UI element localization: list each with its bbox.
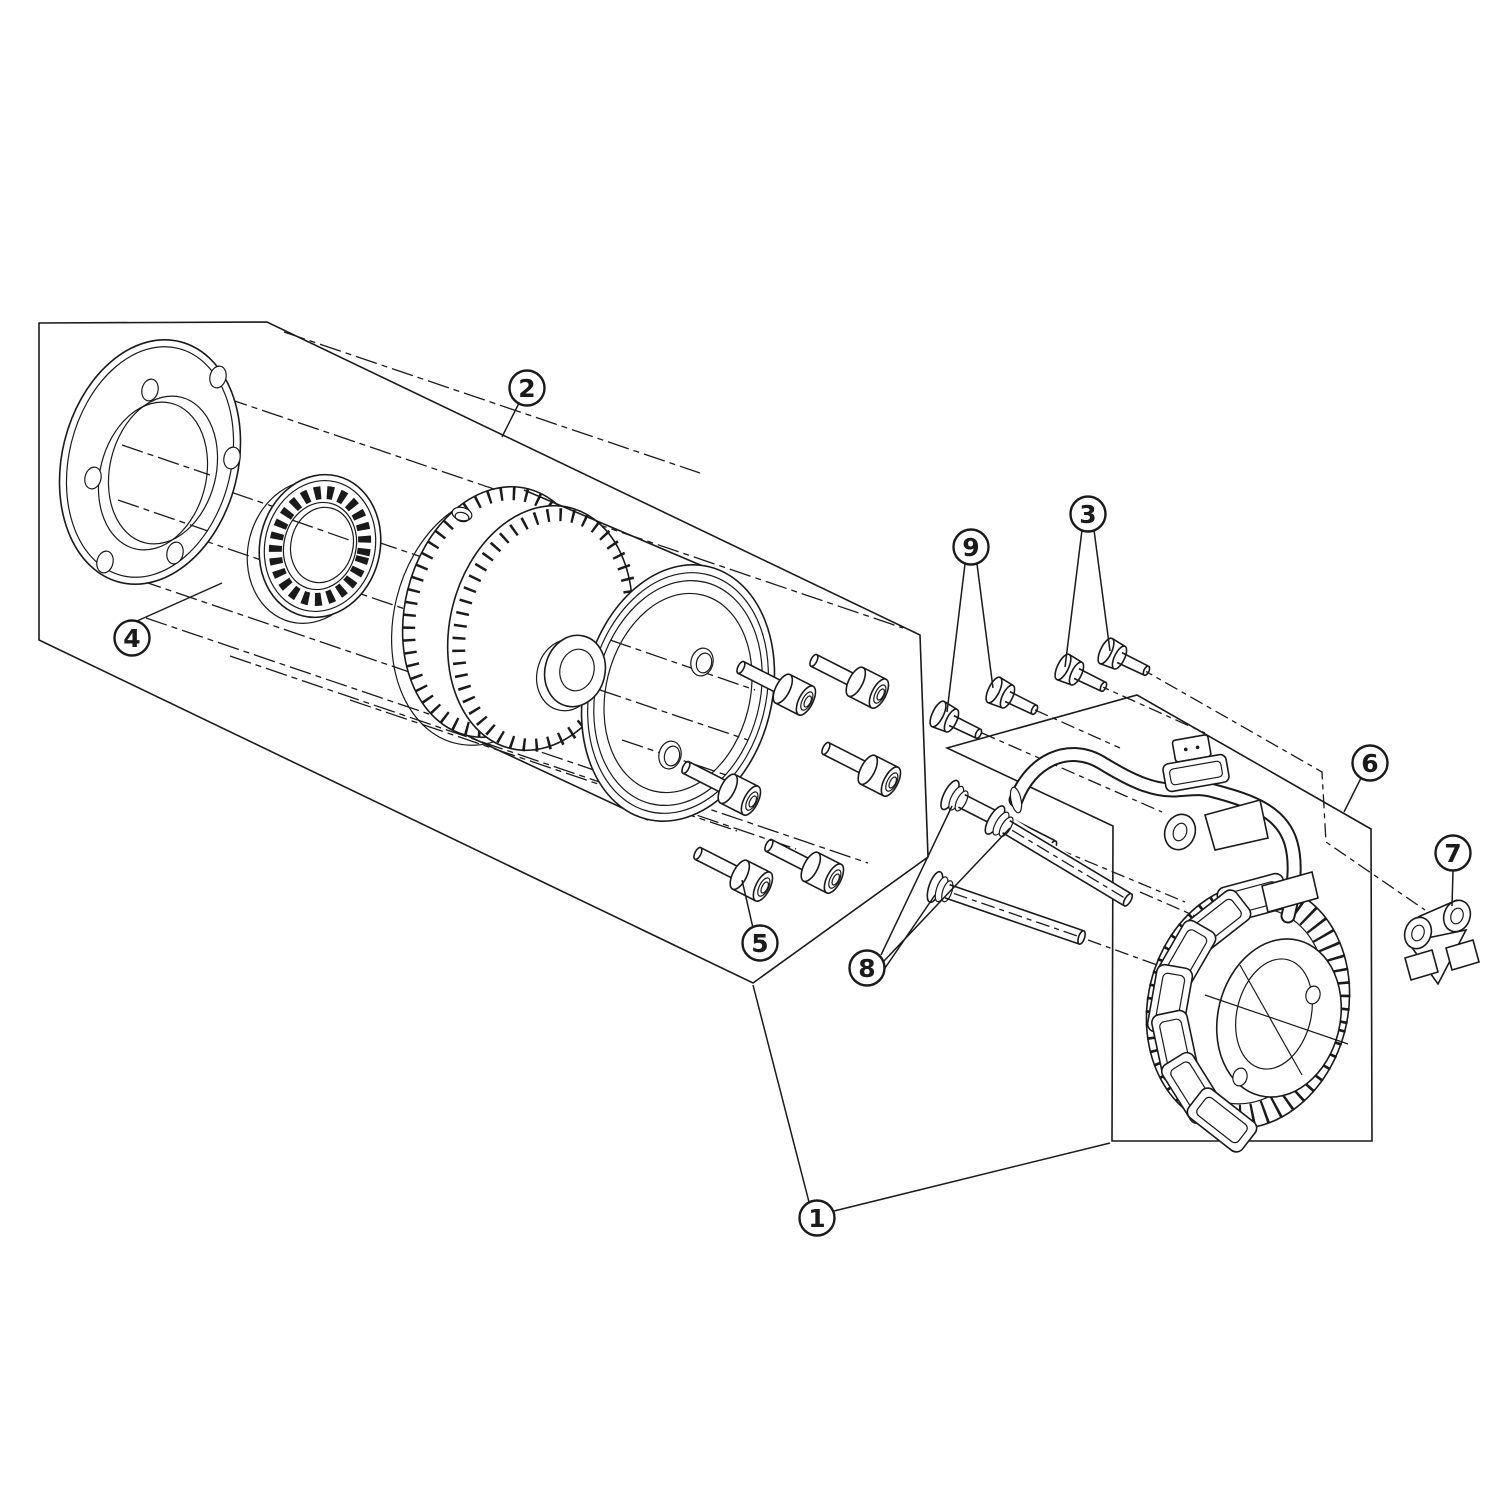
callout-7-label: 7 <box>1444 839 1461 868</box>
leader-1a <box>752 984 810 1203</box>
harness-tube-end <box>1009 786 1023 814</box>
flywheel-rotor <box>390 485 776 822</box>
leader-3a <box>1064 529 1083 668</box>
leader-4 <box>136 582 223 622</box>
leader-7 <box>1451 870 1454 907</box>
harness-stator-clamp <box>1261 871 1319 913</box>
callout-6: 6 <box>1351 744 1389 782</box>
callout-5-label: 5 <box>751 929 768 958</box>
leader-8c <box>884 894 936 969</box>
callout-4-label: 4 <box>123 624 140 653</box>
callout-1-label: 1 <box>808 1204 825 1233</box>
callout-7: 7 <box>1434 834 1472 872</box>
callout-5: 5 <box>741 924 779 962</box>
leader-9a <box>946 563 966 713</box>
leader-1b <box>833 1142 1111 1212</box>
callout-9-label: 9 <box>962 533 979 562</box>
callout-2: 2 <box>508 369 546 407</box>
stator-wiring-harness <box>1008 734 1319 924</box>
leader-9b <box>976 563 994 689</box>
leader-5 <box>741 879 754 929</box>
leader-2 <box>501 402 520 438</box>
one-way-clutch-bearing <box>246 473 382 624</box>
callout-1: 1 <box>798 1199 836 1237</box>
harness-mount-eyelet <box>1163 799 1269 851</box>
stator-long-bolts <box>926 779 1134 945</box>
callout-3: 3 <box>1069 495 1107 533</box>
leader-8a <box>880 805 953 956</box>
leader-6 <box>1343 777 1362 813</box>
callout-4: 4 <box>113 619 151 657</box>
grommet-shoulder-bolts-9 <box>926 674 1044 749</box>
stator-assembly <box>1145 872 1351 1153</box>
leader-lines <box>136 402 1454 1212</box>
callout-9: 9 <box>952 528 990 566</box>
callout-2-label: 2 <box>518 374 535 403</box>
bearing-retainer-flange <box>58 339 242 585</box>
leader-3b <box>1093 529 1111 652</box>
callout-6-label: 6 <box>1361 749 1378 778</box>
harness-connector <box>1162 734 1230 793</box>
clamp-bracket <box>1403 899 1480 986</box>
callout-3-label: 3 <box>1079 500 1096 529</box>
callout-8: 8 <box>848 949 886 987</box>
stator-group-boundary-box <box>944 694 1373 1142</box>
stator-coils <box>1146 872 1290 1153</box>
callout-8-label: 8 <box>858 954 875 983</box>
